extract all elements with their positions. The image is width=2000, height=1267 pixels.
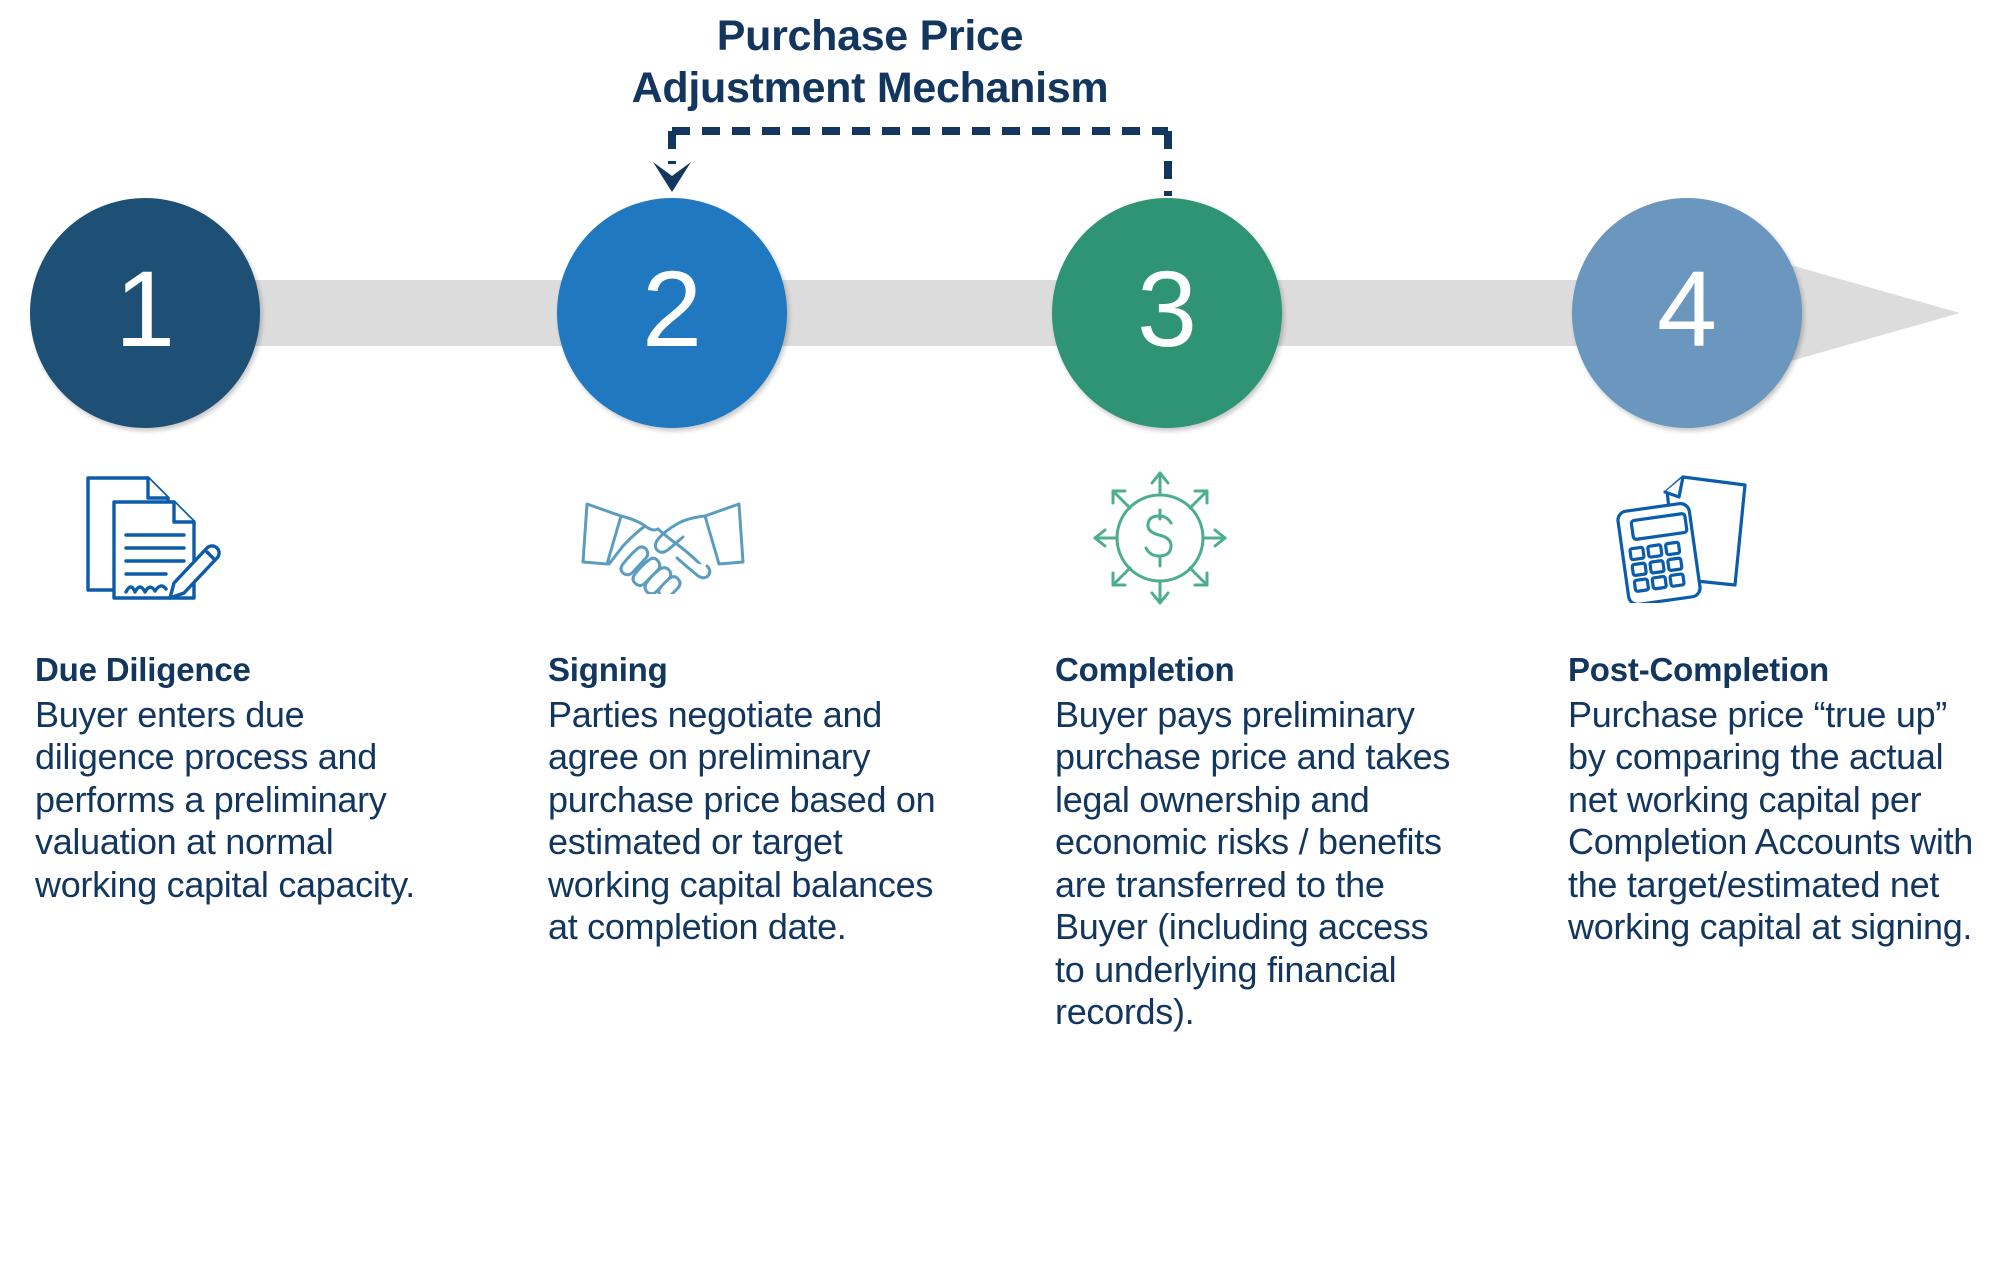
step-heading-3: Completion [1055,651,1235,688]
signed-document-icon [35,468,265,608]
step-circle-1[interactable]: 1 [30,198,260,428]
step-body-2: Parties negotiate and agree on prelimina… [548,693,936,948]
step-number-2: 2 [641,248,703,369]
step-text-4: Post-Completion Purchase price “true up”… [1568,648,1988,949]
step-heading-1: Due Diligence [35,651,251,688]
step-number-1: 1 [114,248,176,369]
handshake-icon [548,468,778,608]
step-body-3: Buyer pays preliminary purchase price an… [1055,693,1451,1033]
title-line-2: Adjustment Mechanism [631,64,1109,113]
step-text-2: Signing Parties negotiate and agree on p… [548,648,948,949]
step-heading-2: Signing [548,651,668,688]
page-title: Purchase Price Adjustment Mechanism [560,10,1180,115]
title-line-1: Purchase Price [716,12,1024,60]
step-text-1: Due Diligence Buyer enters due diligence… [35,648,435,906]
calculator-document-icon [1575,468,1805,608]
step-body-4: Purchase price “true up” by comparing th… [1568,693,1974,948]
step-heading-4: Post-Completion [1568,651,1829,688]
step-body-1: Buyer enters due diligence process and p… [35,693,416,905]
step-text-3: Completion Buyer pays preliminary purcha… [1055,648,1465,1034]
step-circle-2[interactable]: 2 [557,198,787,428]
step-number-4: 4 [1656,248,1718,369]
dollar-circle-arrows-icon [1045,468,1275,608]
step-number-3: 3 [1136,248,1198,369]
step-circle-4[interactable]: 4 [1572,198,1802,428]
step-circle-3[interactable]: 3 [1052,198,1282,428]
process-arrow [40,262,1960,364]
dashed-bracket-connector [653,127,1172,196]
